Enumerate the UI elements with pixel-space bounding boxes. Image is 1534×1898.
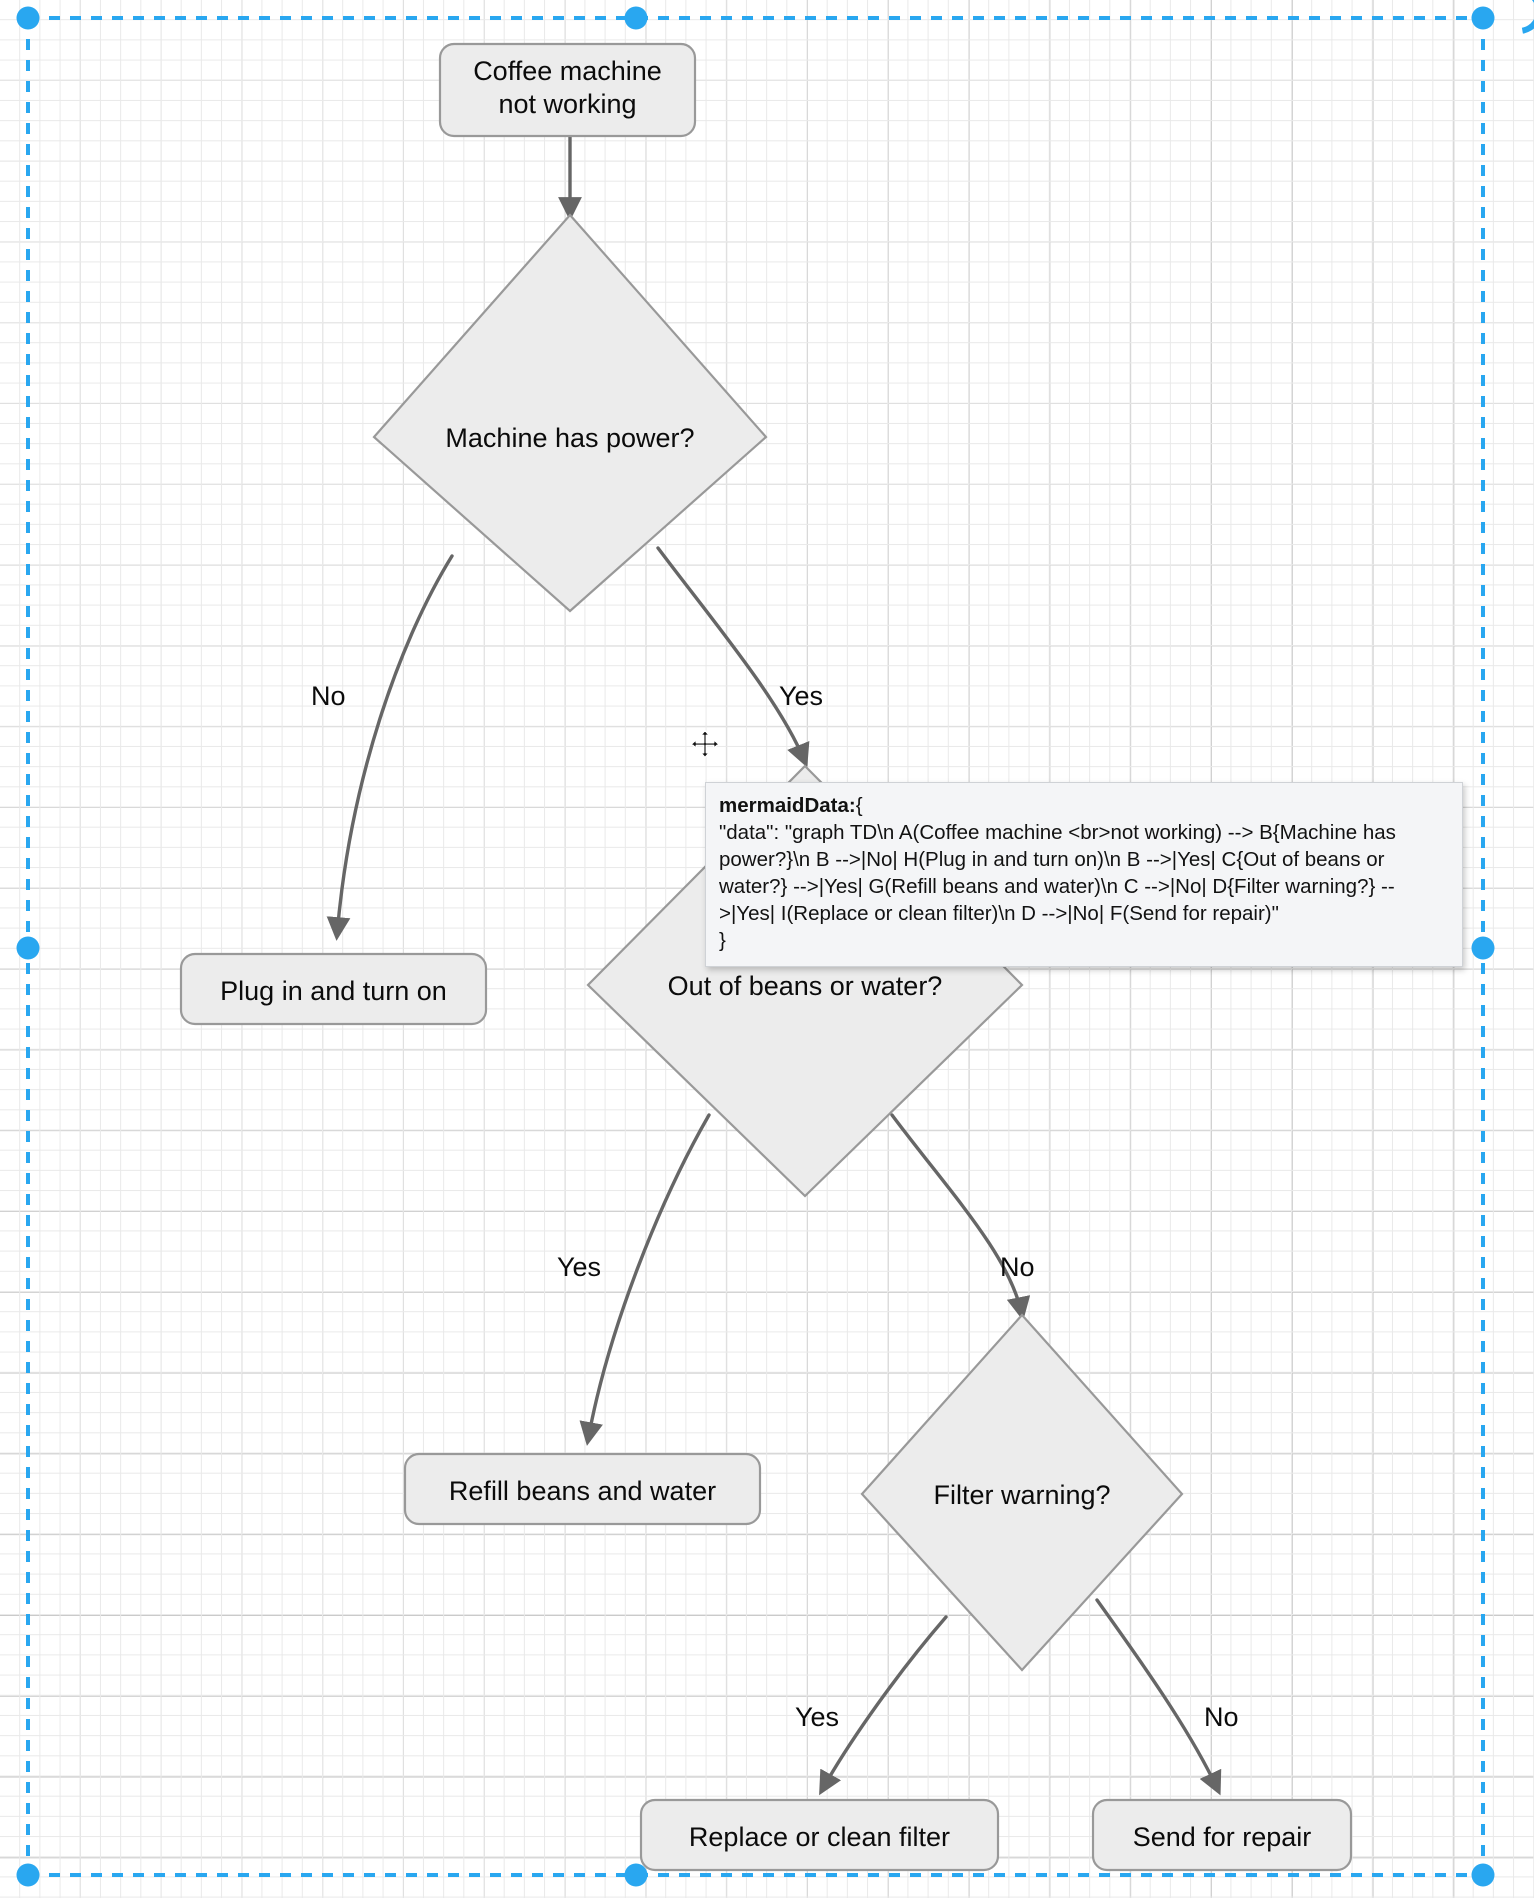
tooltip-body: "data": "graph TD\n A(Coffee machine <br… xyxy=(719,821,1396,926)
edge-label-C-G: Yes xyxy=(557,1252,602,1282)
node-label-C: Out of beans or water? xyxy=(667,971,943,1001)
edge-label-C-D: No xyxy=(1000,1252,1035,1282)
handle-middle-right[interactable] xyxy=(1471,936,1495,960)
node-I-shape xyxy=(639,1798,1000,1872)
edge-label-D-I: Yes xyxy=(795,1702,840,1732)
edge-label-B-C: Yes xyxy=(779,681,824,711)
node-label-B: Machine has power? xyxy=(445,423,695,453)
node-G-shape xyxy=(403,1452,762,1526)
node-label-D: Filter warning? xyxy=(933,1480,1111,1510)
node-label-A: Coffee machine not working xyxy=(473,56,662,119)
node-H-shape xyxy=(179,952,488,1026)
node-label-G: Refill beans and water xyxy=(448,1476,717,1506)
node-F-shape xyxy=(1091,1798,1353,1872)
edge-D-F xyxy=(1095,1598,1222,1796)
handle-bottom-center[interactable] xyxy=(624,1863,648,1887)
handle-top-center[interactable] xyxy=(624,6,648,30)
node-label-F: Send for repair xyxy=(1132,1822,1312,1852)
edge-B-C xyxy=(656,546,810,768)
node-label-H: Plug in and turn on xyxy=(220,976,447,1006)
selection-border-bottom xyxy=(28,1873,1483,1877)
edge-label-D-F: No xyxy=(1204,1702,1239,1732)
rotate-handle[interactable] xyxy=(1486,0,1534,44)
edge-C-D xyxy=(890,1113,1031,1321)
edge-C-G xyxy=(579,1113,711,1446)
selection-border-top xyxy=(28,16,1483,20)
node-A-shape xyxy=(438,42,697,138)
edge-label-B-H: No xyxy=(311,681,346,711)
node-B-shape xyxy=(372,213,768,613)
tooltip-open-brace: { xyxy=(855,794,863,817)
edge-B-H xyxy=(326,554,454,941)
handle-top-left[interactable] xyxy=(16,6,40,30)
tooltip-close-brace: } xyxy=(719,929,726,953)
tooltip-key: mermaidData: xyxy=(719,794,856,817)
handle-middle-left[interactable] xyxy=(16,936,40,960)
mermaid-data-tooltip: mermaidData:{ "data": "graph TD\n A(Coff… xyxy=(705,782,1463,968)
handle-bottom-left[interactable] xyxy=(16,1863,40,1887)
handle-bottom-right[interactable] xyxy=(1471,1863,1495,1887)
node-D-shape xyxy=(860,1313,1184,1672)
move-cursor-icon xyxy=(690,729,720,759)
node-label-I: Replace or clean filter xyxy=(688,1822,951,1852)
edge-D-I xyxy=(819,1615,948,1796)
handle-top-right[interactable] xyxy=(1471,6,1495,30)
